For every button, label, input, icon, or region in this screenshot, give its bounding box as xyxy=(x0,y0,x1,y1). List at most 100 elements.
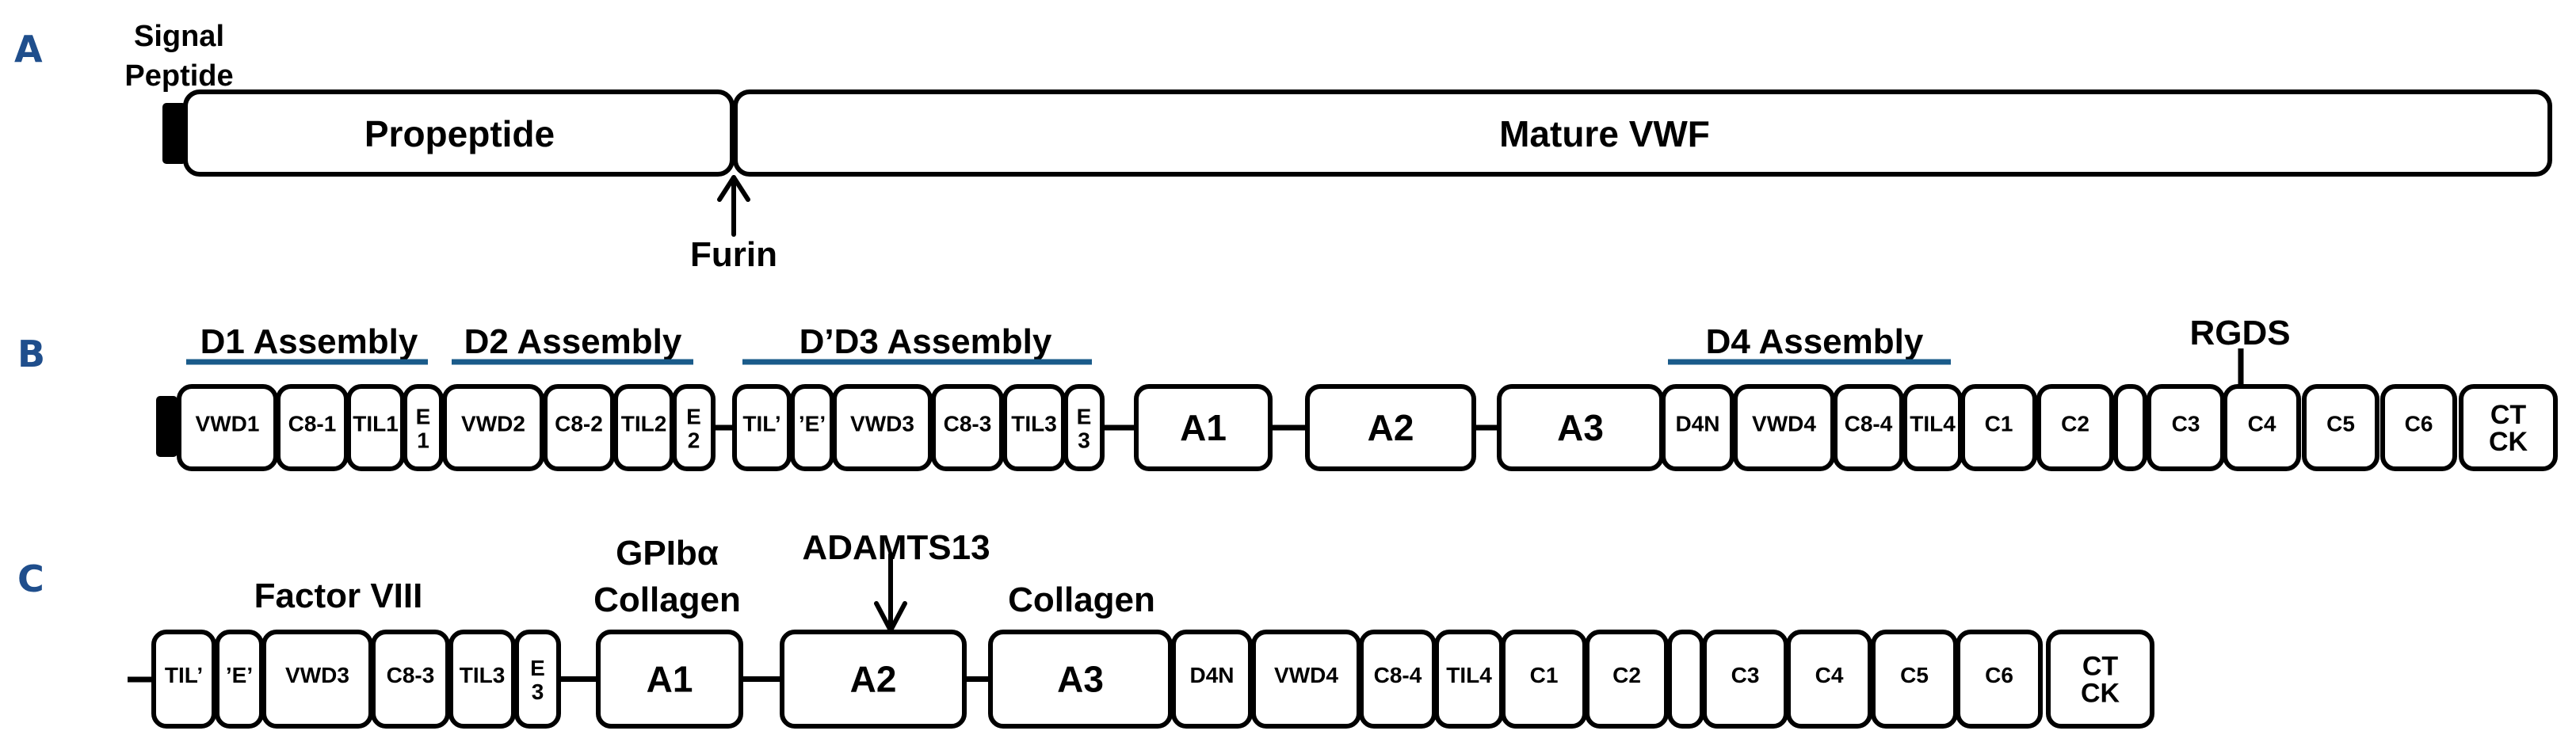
signal-peptide-label-line2: Peptide xyxy=(124,59,233,93)
mature-vwf-label: Mature VWF xyxy=(1499,113,1710,154)
domain-box xyxy=(2223,384,2301,471)
domain-label: A1 xyxy=(1180,407,1227,448)
domain-box xyxy=(1833,384,1904,471)
domain-box xyxy=(1305,384,1476,471)
panel-letter-c: C xyxy=(17,558,44,600)
domain-label: C8-4 xyxy=(1845,412,1893,436)
domain-vwd3: VWD3 xyxy=(832,384,933,471)
domain-label: C8-1 xyxy=(288,412,337,436)
d4-assembly-label: D4 Assembly xyxy=(1706,322,1924,361)
domain-label: A3 xyxy=(1557,407,1604,448)
collagen-a3-label: Collagen xyxy=(1008,580,1155,619)
domain-label: E xyxy=(686,405,701,429)
domain-box xyxy=(1063,384,1105,471)
domain-label: VWD4 xyxy=(1752,412,1816,436)
domain-c5: C5 xyxy=(1871,630,1958,729)
d1-assembly-label: D1 Assembly xyxy=(200,322,418,361)
domain-til1: TIL1 xyxy=(346,384,405,471)
domain-e2: E2 xyxy=(672,384,716,471)
domain-tilp: TIL’ xyxy=(732,384,792,471)
domain-label: C5 xyxy=(2326,412,2355,436)
domain-box xyxy=(2302,384,2379,471)
domain-a1: A1 xyxy=(1134,384,1273,471)
domain-box xyxy=(151,630,216,729)
domain-label: C8-2 xyxy=(555,412,603,436)
domain-c8-1: C8-1 xyxy=(276,384,349,471)
domain-label: C5 xyxy=(1900,663,1929,687)
domain-a3: A3 xyxy=(1497,384,1664,471)
domain-e3: E3 xyxy=(514,630,561,729)
domain-box xyxy=(988,630,1173,729)
domain-box xyxy=(371,630,450,729)
signal-peptide-block xyxy=(162,103,186,164)
domain-vwd1: VWD1 xyxy=(177,384,278,471)
domain-label: 1 xyxy=(417,428,429,453)
domain-box xyxy=(514,630,561,729)
propeptide-label: Propeptide xyxy=(364,113,555,154)
domain-box xyxy=(1956,630,2043,729)
domain-c8-2: C8-2 xyxy=(543,384,615,471)
domain-e3: E3 xyxy=(1063,384,1105,471)
domain-label: CK xyxy=(2489,427,2528,457)
domain-label: TIL3 xyxy=(460,663,506,687)
domain-box xyxy=(596,630,743,729)
domain-box xyxy=(1960,384,2037,471)
domain-a2: A2 xyxy=(780,630,967,729)
domain-box xyxy=(2046,630,2154,729)
domain-box xyxy=(1786,630,1872,729)
domain-til3: TIL3 xyxy=(1002,384,1066,471)
domain-c2: C2 xyxy=(2036,384,2114,471)
domain-label: C3 xyxy=(2172,412,2200,436)
domain-label: C1 xyxy=(1530,663,1559,687)
domain-box xyxy=(403,384,444,471)
domain-box xyxy=(2036,384,2114,471)
domain-spacer xyxy=(1667,630,1704,729)
domain-label: D4N xyxy=(1675,412,1719,436)
factor-viii-label: Factor VIII xyxy=(254,577,423,615)
domain-box xyxy=(442,384,544,471)
domain-c8-4: C8-4 xyxy=(1359,630,1437,729)
domain-c1: C1 xyxy=(1960,384,2037,471)
domain-label: CT xyxy=(2490,400,2527,430)
domain-a1: A1 xyxy=(596,630,743,729)
domain-label: E xyxy=(416,405,431,429)
domain-label: C2 xyxy=(2061,412,2089,436)
domain-box xyxy=(1171,630,1253,729)
domain-label: TIL’ xyxy=(742,412,780,436)
mature-vwf-segment xyxy=(733,89,2552,177)
domain-d4n: D4N xyxy=(1171,630,1253,729)
domain-c3: C3 xyxy=(2147,384,2225,471)
domain-box xyxy=(543,384,615,471)
domain-c4: C4 xyxy=(1786,630,1872,729)
domain-label: VWD3 xyxy=(850,412,914,436)
domain-c6: C6 xyxy=(2380,384,2457,471)
domain-vwd2: VWD2 xyxy=(442,384,544,471)
domain-label: C6 xyxy=(2405,412,2433,436)
domain-label: TIL3 xyxy=(1011,412,1057,436)
gpib-alpha-label: GPIbα xyxy=(616,534,719,573)
domain-box xyxy=(732,384,792,471)
domain-vwd3: VWD3 xyxy=(261,630,373,729)
domain-label: A3 xyxy=(1057,659,1104,700)
domain-label: C8-3 xyxy=(387,663,435,687)
domain-label: VWD4 xyxy=(1274,663,1338,687)
domain-label: C3 xyxy=(1731,663,1760,687)
domain-e1: E1 xyxy=(403,384,444,471)
d2-assembly-label: D2 Assembly xyxy=(464,322,682,361)
adamts13-label: ADAMTS13 xyxy=(802,528,990,567)
domain-c3: C3 xyxy=(1702,630,1788,729)
domain-label: A2 xyxy=(850,659,897,700)
domain-label: A1 xyxy=(647,659,693,700)
signal-peptide-block xyxy=(156,396,177,457)
domain-box xyxy=(2113,384,2147,471)
domain-label: TIL’ xyxy=(165,663,203,687)
domain-label: E xyxy=(530,656,545,680)
domain-label: D4N xyxy=(1189,663,1234,687)
domain-a2: A2 xyxy=(1305,384,1476,471)
domain-tilp: TIL’ xyxy=(151,630,216,729)
domain-c8-4: C8-4 xyxy=(1833,384,1904,471)
